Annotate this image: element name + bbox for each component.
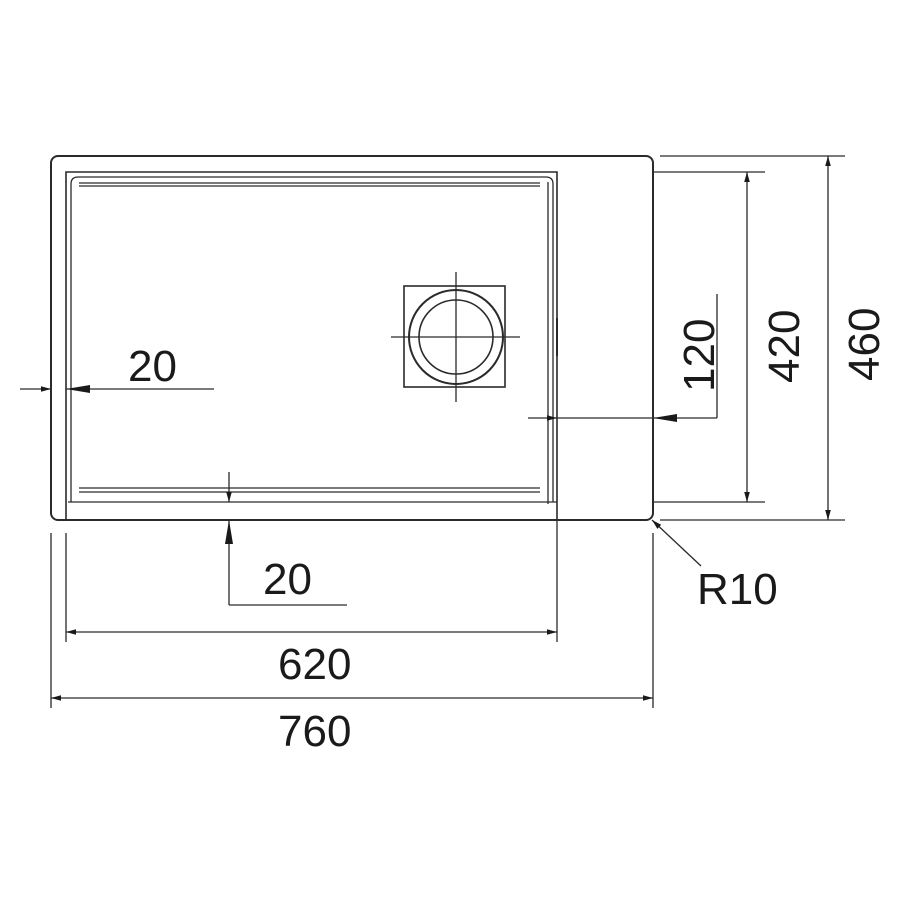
dim-corner-radius-label: R10: [697, 565, 778, 614]
dim-bottom-margin-label: 20: [263, 555, 312, 604]
dim-corner-radius: R10: [651, 519, 778, 614]
dim-bowl-width: 620: [66, 629, 557, 689]
drain-fitting: [391, 272, 520, 402]
dim-drain-offset: 120: [528, 294, 724, 422]
dim-bowl-depth: 420: [744, 172, 809, 502]
dim-overall-width-label: 760: [278, 707, 351, 756]
dim-overall-depth-label: 460: [840, 308, 889, 381]
dim-drain-offset-label: 120: [675, 319, 724, 392]
dim-left-margin-label: 20: [128, 342, 177, 391]
horizontal-extension-lines: [50, 520, 654, 708]
dim-overall-width: 760: [51, 695, 653, 756]
dim-left-margin: 20: [20, 342, 214, 393]
sink-outer-outline: [50, 155, 654, 521]
dim-overall-depth: 460: [825, 156, 889, 520]
dim-bottom-margin: 20: [225, 472, 347, 606]
dim-bowl-width-label: 620: [278, 640, 351, 689]
sink-bowl: [65, 171, 558, 520]
dim-bowl-depth-label: 420: [760, 310, 809, 383]
